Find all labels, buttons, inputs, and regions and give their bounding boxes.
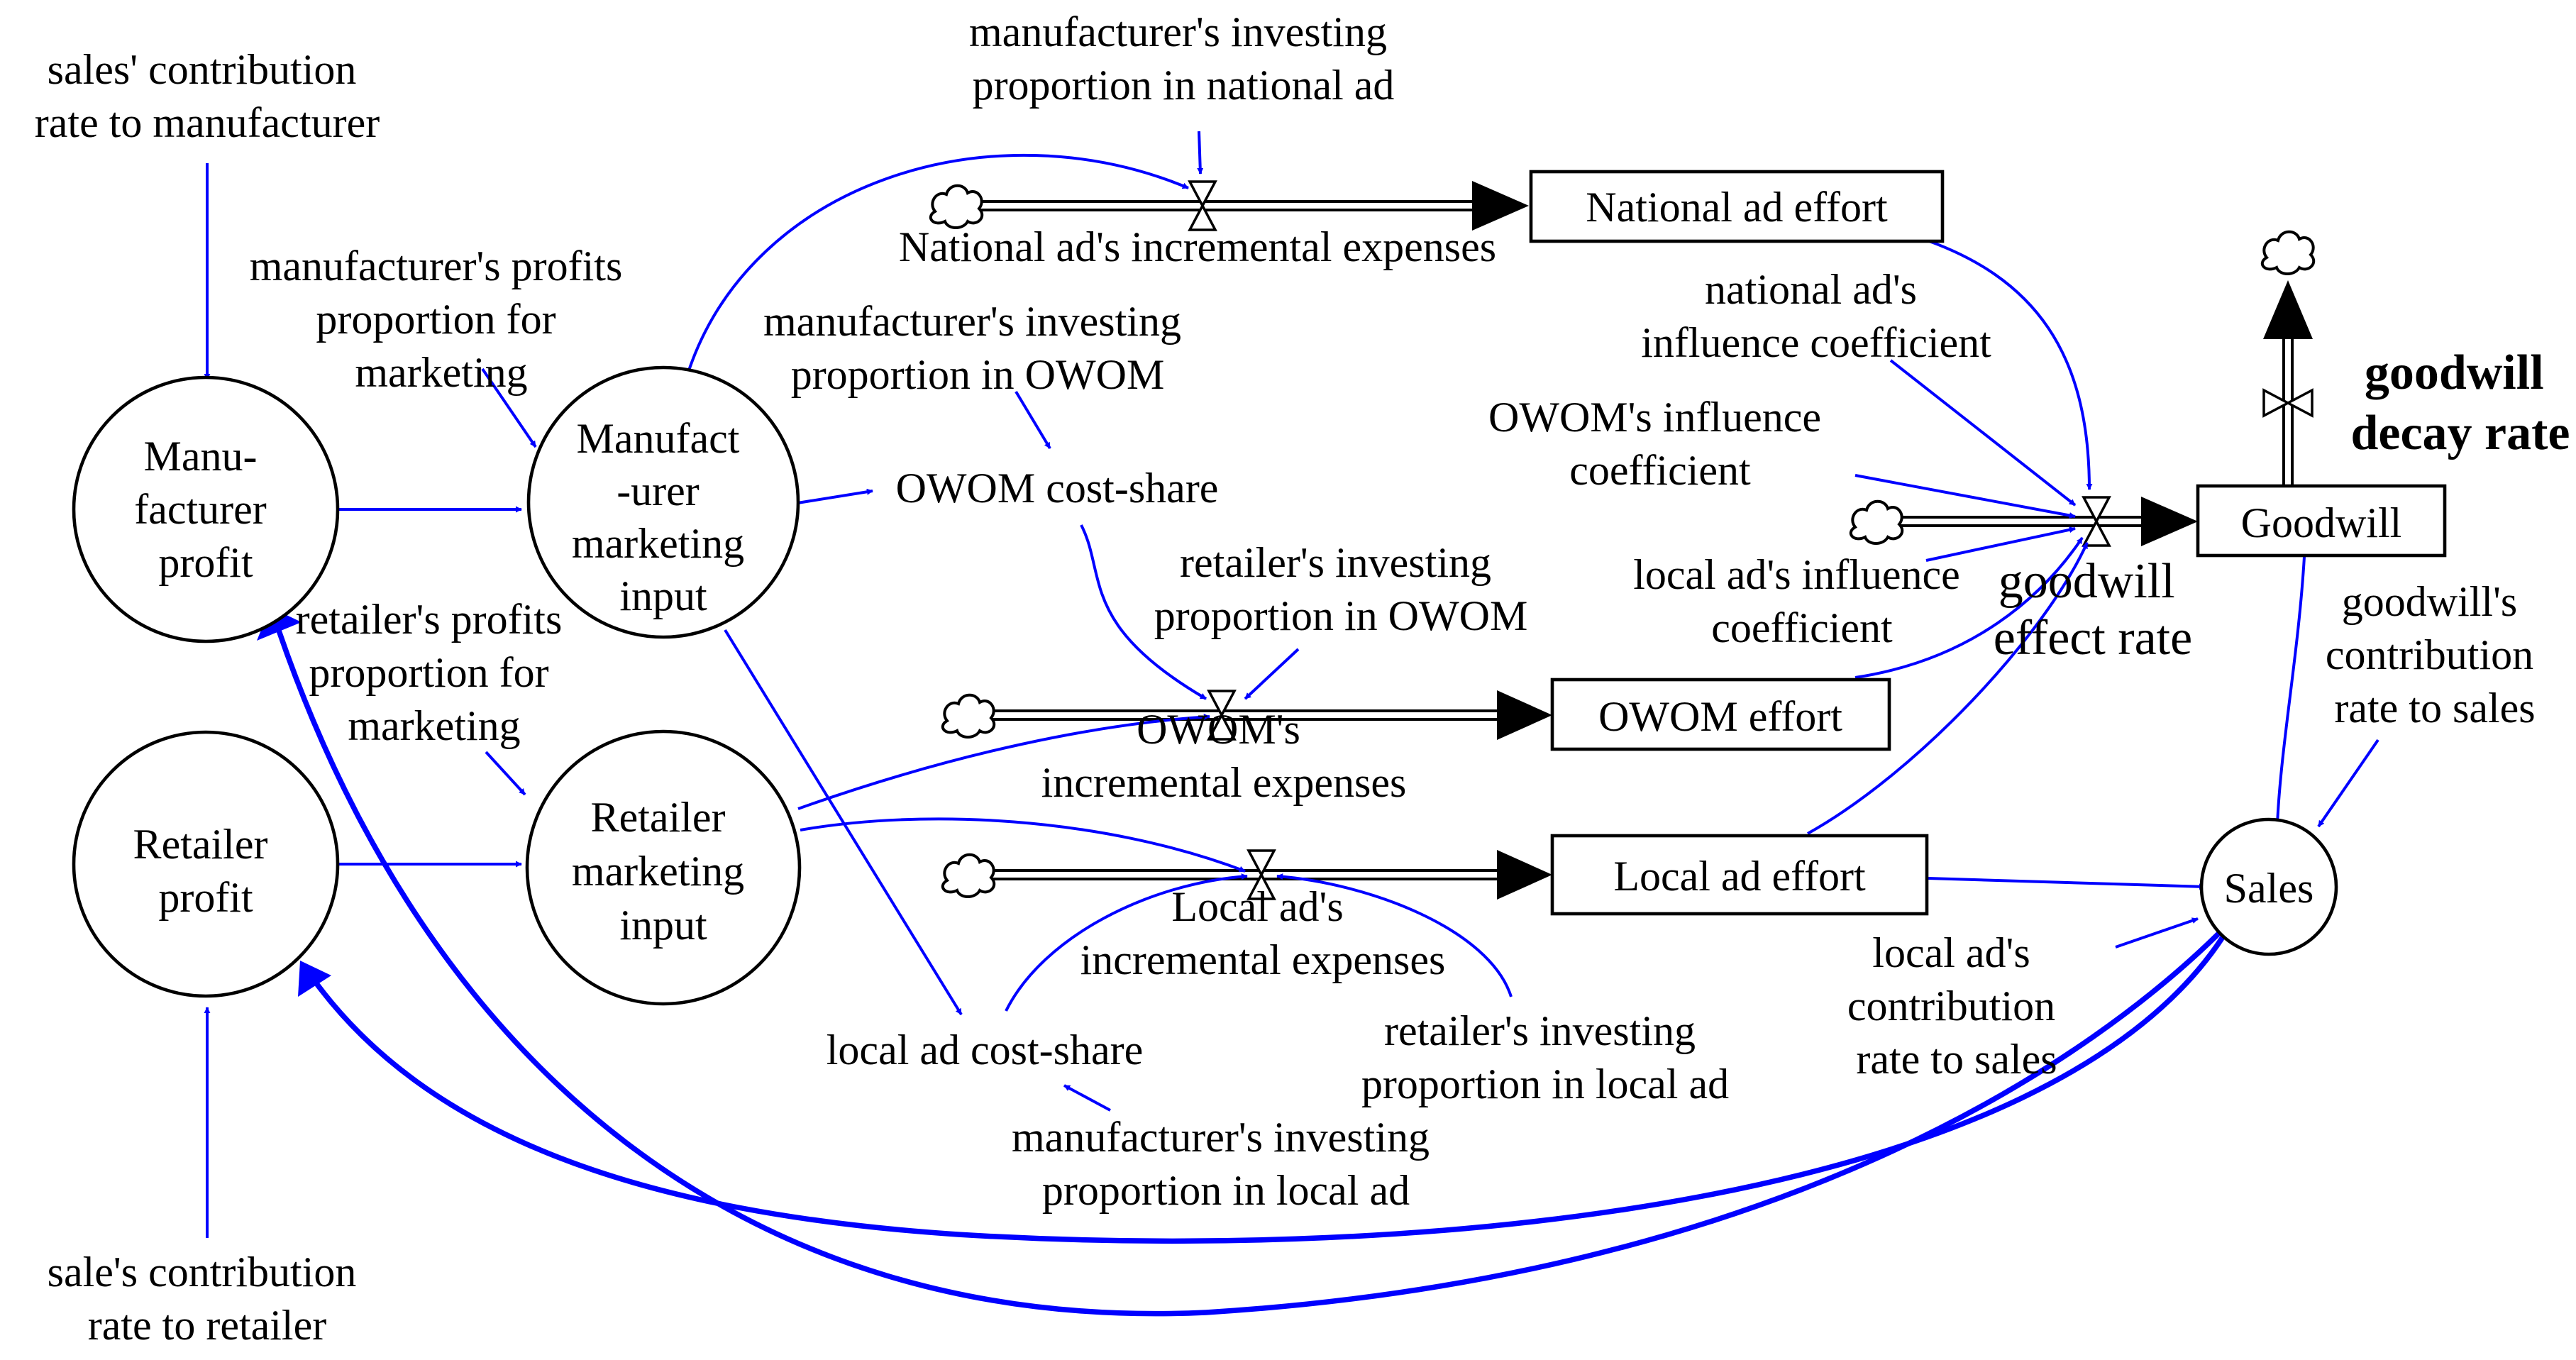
link-owom-cost-share-to-owom-valve: [1080, 524, 1207, 700]
valve-icon: [1188, 180, 1217, 231]
local-ad-incremental-expenses-label: Local ad's incremental expenses: [1080, 883, 1446, 983]
local-ad-influence-coefficient-label: local ad's influence coefficient: [1633, 551, 1971, 651]
link-retailer-marketing-to-local-valve: [800, 817, 1246, 873]
manufacturer-investing-owom-label: manufacturer's investing proportion in O…: [763, 298, 1192, 398]
national-ad-effort-stock: National ad effort: [1529, 170, 1945, 243]
cloud-icon: [941, 693, 996, 739]
national-ad-effort-label: National ad effort: [1586, 184, 1888, 231]
national-ad-flow-arrowhead-icon: [1472, 181, 1529, 231]
retailer-marketing-input-node: Retailer marketing input: [525, 729, 802, 1006]
owom-effort-label: OWOM effort: [1598, 693, 1842, 740]
national-ad-incremental-expenses-label: National ad's incremental expenses: [899, 223, 1496, 270]
retailer-investing-owom-label: retailer's investing proportion in OWOM: [1154, 539, 1528, 639]
owom-cost-share-label: OWOM cost-share: [896, 465, 1219, 512]
link-owom-effort-to-goodwill-valve: [1854, 536, 2084, 679]
link-marketing-input-to-owom-cost-share: [792, 488, 873, 505]
valve-icon: [1246, 849, 1276, 900]
goodwill-label: Goodwill: [2241, 499, 2402, 546]
link-goodwill-contribution-to-sales: [2317, 739, 2379, 828]
link-retailer-investing-owom-to-valve: [1244, 648, 1300, 700]
sales-node: Sales: [2199, 817, 2338, 956]
link-retailer-profits-proportion-to-retailer-marketing: [485, 751, 526, 796]
link-owom-influence-to-goodwill-valve: [1854, 474, 2076, 519]
link-local-effort-to-goodwill-valve: [1807, 542, 2089, 835]
goodwill-decay-arrowhead-icon: [2263, 280, 2313, 339]
owom-influence-coefficient-label: OWOM's influence coefficient: [1488, 394, 1832, 494]
local-ad-flow-pipe: [990, 850, 1552, 900]
sale-contribution-rate-retailer-label: sale's contribution rate to retailer: [48, 1249, 367, 1349]
link-investing-national-to-valve: [1197, 131, 1204, 175]
goodwill-contribution-rate-sales-label: goodwill's contribution rate to sales: [2326, 578, 2544, 731]
national-ad-flow-pipe: [979, 181, 1529, 231]
sales-label: Sales: [2224, 865, 2314, 912]
link-local-effort-to-sales: [1928, 877, 2206, 890]
manufacturer-investing-national-label: manufacturer's investing proportion in n…: [969, 9, 1398, 109]
goodwill-inflow-pipe: [1898, 497, 2198, 546]
national-ad-influence-coefficient-label: national ad's influence coefficient: [1641, 266, 1991, 366]
retailer-profit-node: Retailer profit: [72, 730, 340, 998]
link-national-effort-to-goodwill-valve: [1918, 236, 2093, 490]
link-local-influence-to-goodwill-valve: [1925, 526, 2076, 562]
cloud-icon: [929, 184, 984, 229]
link-local-contribution-to-sales: [2115, 917, 2199, 949]
link-profits-proportion-to-marketing-input: [481, 367, 537, 448]
manufacturer-profit-node: Manu- facturer profit: [72, 375, 340, 643]
clouds: [929, 184, 2316, 898]
manufacturer-marketing-input-label: Manufact -urer marketing input: [572, 415, 755, 619]
link-marketing-input-to-national-valve: [687, 153, 1189, 373]
link-manufacturer-investing-local-to-local-cost-share: [1063, 1084, 1111, 1112]
manufacturer-profit-label: Manu- facturer profit: [134, 433, 277, 586]
goodwill-decay-pipe: [2263, 280, 2313, 486]
retailer-investing-local-label: retailer's investing proportion in local…: [1361, 1007, 1729, 1107]
link-retailer-marketing-to-owom-valve: [797, 714, 1210, 810]
valves: [1188, 180, 2314, 900]
link-investing-owom-to-owom-cost-share: [1015, 390, 1051, 450]
causal-links: [204, 131, 2379, 1317]
local-ad-flow-arrowhead-icon: [1497, 850, 1552, 900]
link-national-influence-to-goodwill-valve: [1889, 359, 2077, 507]
goodwill-decay-rate-label: goodwill decay rate: [2350, 345, 2570, 460]
link-sales-to-retailer-profit: [309, 928, 2230, 1244]
owom-effort-stock: OWOM effort: [1550, 678, 1891, 751]
link-sales-to-manufacturer-profit: [274, 623, 2235, 1317]
valve-icon: [2262, 388, 2314, 418]
valve-icon: [1207, 690, 1237, 741]
owom-flow-arrowhead-icon: [1497, 690, 1552, 740]
owom-flow-pipe: [990, 690, 1552, 740]
goodwill-inflow-arrowhead-icon: [2141, 497, 2198, 546]
owom-incremental-expenses-label: OWOM's incremental expenses: [1041, 706, 1407, 806]
sales-contribution-rate-manufacturer-label: sales' contribution rate to manufacturer: [35, 46, 380, 146]
retailer-profits-proportion-label: retailer's profits proportion for market…: [296, 596, 573, 749]
cloud-icon: [2261, 230, 2316, 275]
cloud-icon: [1850, 499, 1904, 545]
goodwill-effect-rate-label: goodwill effect rate: [1994, 554, 2192, 665]
arrowhead-icon: [298, 961, 331, 997]
local-ad-effort-stock: Local ad effort: [1550, 834, 1929, 916]
retailer-profit-label: Retailer profit: [133, 821, 279, 921]
manufacturer-profits-proportion-label: manufacturer's profits proportion for ma…: [250, 243, 634, 396]
link-local-cost-share-to-local-valve: [1005, 873, 1248, 1012]
goodwill-stock: Goodwill: [2196, 484, 2447, 558]
cloud-icon: [941, 853, 996, 898]
link-retailer-investing-local-to-local-valve: [1276, 873, 1513, 997]
local-ad-effort-label: Local ad effort: [1613, 853, 1866, 900]
link-marketing-input-to-local-cost-share: [724, 629, 963, 1016]
manufacturer-marketing-input-node: Manufact -urer marketing input: [526, 365, 800, 639]
local-ad-cost-share-label: local ad cost-share: [827, 1027, 1143, 1073]
link-goodwill-to-sales: [2274, 556, 2306, 825]
manufacturer-investing-local-label: manufacturer's investing proportion in l…: [1012, 1114, 1440, 1214]
retailer-marketing-input-label: Retailer marketing input: [572, 794, 755, 949]
local-ad-contribution-rate-sales-label: local ad's contribution rate to sales: [1847, 929, 2066, 1083]
